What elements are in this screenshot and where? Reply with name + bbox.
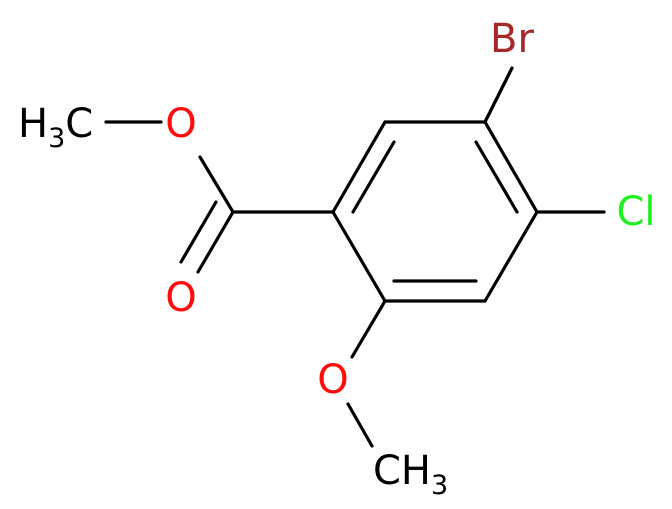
atom-label-o-carbonyl: O bbox=[165, 275, 196, 321]
bond-carbonyl-double-a bbox=[196, 210, 235, 274]
bond-ring-to-br bbox=[483, 66, 514, 124]
atom-label-o-ester: O bbox=[165, 101, 196, 147]
bond-carbonyl-c-to-o-ester bbox=[198, 155, 235, 214]
ch3-ester-h: H bbox=[18, 101, 48, 147]
ring-bond-c1-c2 bbox=[331, 120, 387, 214]
atom-label-cl: Cl bbox=[616, 189, 655, 235]
atom-label-ch3-ester: H3C bbox=[18, 101, 93, 154]
ch3-methoxy-ch: CH bbox=[373, 448, 431, 494]
atom-label-br: Br bbox=[490, 16, 534, 62]
ch3-ester-c: C bbox=[65, 101, 93, 147]
ch3-ester-sub: 3 bbox=[48, 123, 65, 154]
ring-inner-bond-1 bbox=[351, 140, 396, 214]
ring-bond-c3-c4 bbox=[483, 120, 539, 214]
bond-carbonyl-double-b bbox=[179, 200, 218, 264]
bond-o-methoxy-to-ch3 bbox=[346, 402, 374, 448]
atom-label-o-methoxy: O bbox=[317, 357, 348, 403]
bond-ring-to-o-methoxy bbox=[350, 299, 387, 359]
atom-label-ch3-methoxy: CH3 bbox=[373, 448, 448, 501]
ring-bond-c6-c1 bbox=[331, 210, 387, 303]
ring-bond-c4-c5 bbox=[483, 210, 539, 303]
ch3-methoxy-sub: 3 bbox=[431, 470, 448, 501]
ring-inner-bond-2 bbox=[474, 140, 519, 214]
